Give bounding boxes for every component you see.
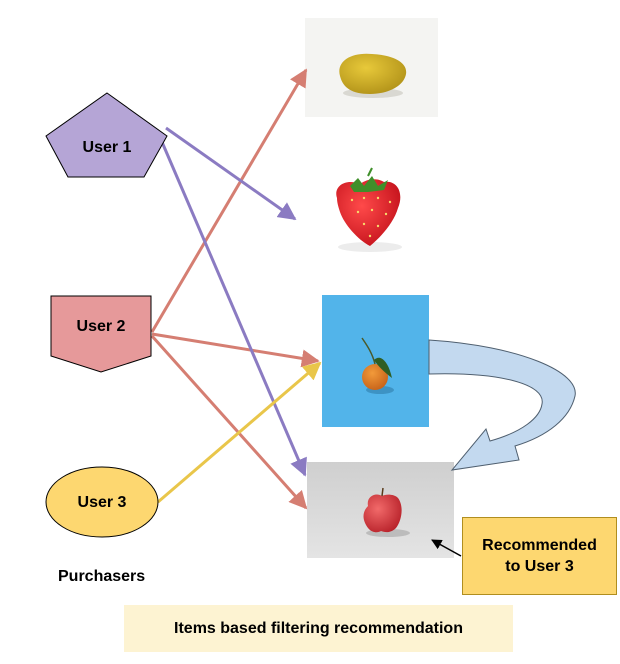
user1-shape — [45, 92, 168, 178]
strawberry-leaves — [350, 176, 388, 192]
arrow-user3-to-orange — [157, 361, 322, 504]
recommendation-label: Recommended to User 3 — [482, 537, 597, 575]
strawberry-fruit — [336, 179, 401, 246]
strawberry-image — [296, 165, 426, 255]
recommendation-box: Recommended to User 3 — [462, 517, 617, 595]
user1-node: User 1 — [45, 92, 168, 178]
caption-box: Items based filtering recommendation — [124, 605, 513, 652]
user2-shape — [50, 295, 152, 373]
apple-fruit — [363, 494, 402, 533]
orange-fruit — [362, 364, 388, 390]
recommendation-curved-arrow — [428, 339, 576, 471]
arrow-user1-to-strawberry — [165, 126, 297, 221]
orange-image — [322, 295, 429, 427]
user3-label: User 3 — [78, 494, 127, 511]
user3-node: User 3 — [45, 466, 159, 538]
user2-label: User 2 — [77, 318, 126, 335]
user3-shape — [45, 466, 159, 538]
orange-stem — [361, 337, 376, 365]
user2-node: User 2 — [50, 295, 152, 373]
caption-text: Items based filtering recommendation — [174, 619, 463, 637]
strawberry-shadow — [338, 242, 402, 252]
arrow-recommendation-pointer — [431, 539, 462, 557]
apple-image — [307, 462, 454, 558]
arrow-user1-to-apple — [160, 141, 307, 477]
arrow-user2-to-mango — [150, 68, 308, 333]
mango-image — [305, 18, 438, 117]
arrow-user2-to-apple — [150, 334, 308, 510]
strawberry-seeds — [350, 196, 392, 238]
orange-leaf — [374, 357, 392, 378]
mango-fruit — [339, 53, 407, 94]
user1-label: User 1 — [83, 139, 132, 156]
purchasers-label: Purchasers — [58, 568, 146, 585]
apple-stem — [381, 487, 384, 497]
arrow-user2-to-orange — [151, 332, 320, 368]
